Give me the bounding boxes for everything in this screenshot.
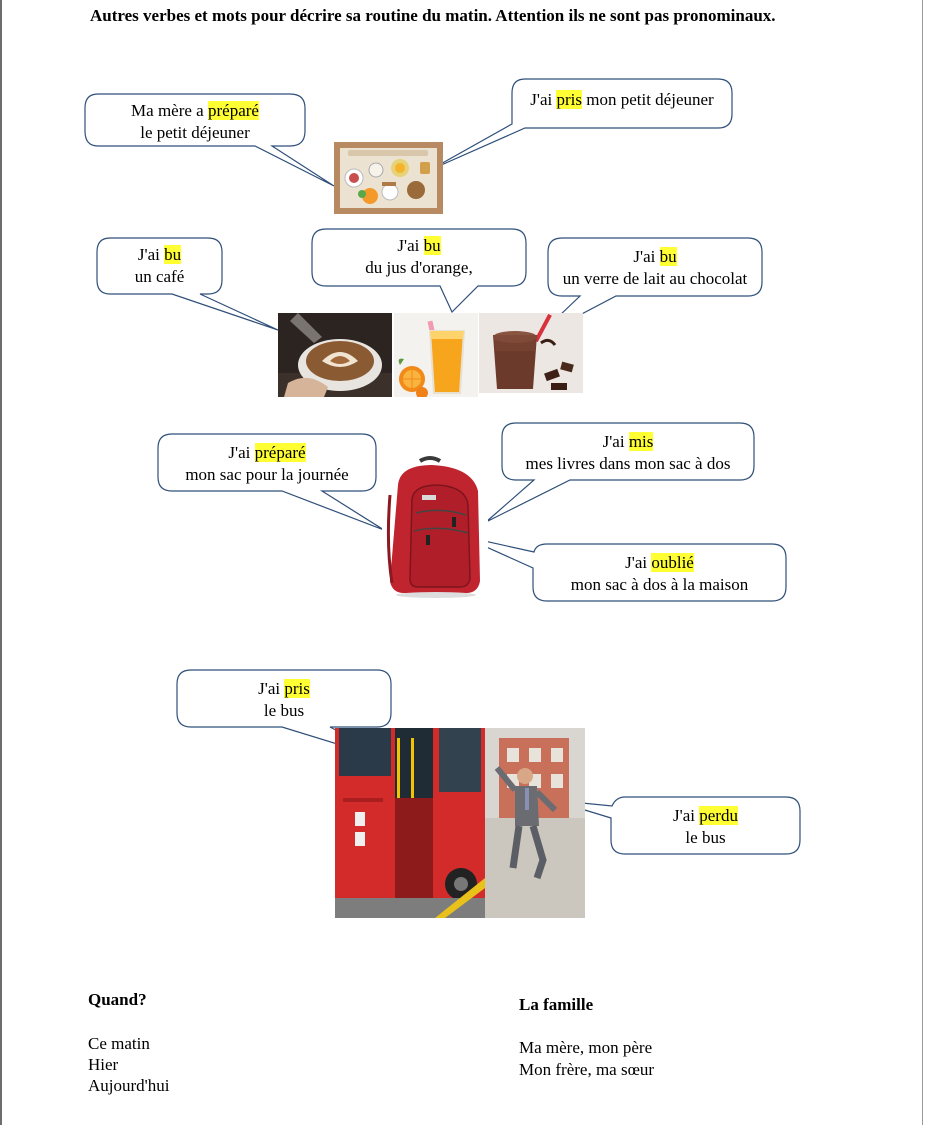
orange-juice-image — [394, 313, 478, 397]
bubble-took-bus: J'ai pris le bus — [258, 679, 310, 720]
highlighted-verb: bu — [423, 236, 441, 255]
quand-item: Ce matin — [88, 1034, 150, 1053]
quand-heading: Quand? — [88, 990, 147, 1009]
highlighted-verb: oublié — [651, 553, 694, 572]
breakfast-image — [334, 142, 443, 214]
bubble-drank-chocolate-milk: J'ai bu un verre de lait au chocolat — [562, 247, 748, 288]
famille-item: Mon frère, ma sœur — [519, 1060, 655, 1079]
running-man-image — [485, 728, 585, 918]
bubble-drank-orange-juice: J'ai bu du jus d'orange, — [365, 236, 473, 277]
bubble-put-books: J'ai mis mes livres dans mon sac à dos — [525, 432, 731, 473]
highlighted-verb: préparé — [207, 101, 259, 120]
highlighted-verb: bu — [164, 245, 182, 264]
page-title: Autres verbes et mots pour décrire sa ro… — [90, 6, 776, 25]
highlighted-verb: pris — [556, 90, 582, 109]
bubble-drank-coffee: J'ai bu un café — [134, 245, 185, 286]
page-edge-left — [0, 0, 2, 1125]
bubble-prepared-bag: J'ai préparé mon sac pour la journée — [185, 443, 349, 484]
bubble-prepare-breakfast: Ma mère a préparé le petit déjeuner — [131, 101, 259, 142]
highlighted-verb: bu — [659, 247, 677, 266]
highlighted-verb: perdu — [699, 806, 738, 825]
coffee-image — [278, 313, 392, 397]
famille-item: Ma mère, mon père — [519, 1038, 653, 1057]
chocolate-milk-image — [479, 313, 583, 393]
quand-item: Aujourd'hui — [88, 1076, 170, 1095]
bubble-took-breakfast: J'ai pris mon petit déjeuner — [530, 90, 714, 109]
bubble-forgot-bag: J'ai oublié mon sac à dos à la maison — [570, 553, 749, 594]
bubble-missed-bus: J'ai perdu le bus — [673, 806, 738, 847]
backpack-image — [382, 455, 488, 599]
famille-heading: La famille — [519, 995, 594, 1014]
bus-image — [335, 728, 485, 918]
highlighted-verb: pris — [284, 679, 310, 698]
highlighted-verb: mis — [628, 432, 654, 451]
page-edge-right — [922, 0, 923, 1125]
quand-item: Hier — [88, 1055, 119, 1074]
highlighted-verb: préparé — [254, 443, 306, 462]
